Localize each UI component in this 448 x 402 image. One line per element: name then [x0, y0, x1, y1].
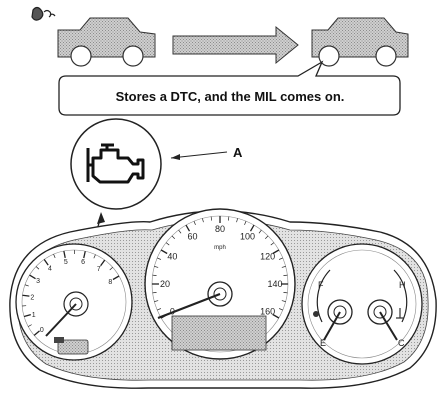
speed-tick	[278, 257, 283, 260]
tach-tick	[53, 254, 56, 258]
speed-tick	[178, 229, 182, 234]
mil-warning-light	[54, 337, 64, 343]
temp-cold-label: C	[398, 338, 405, 348]
tachometer: 0 1 2 3 4 5 6 78	[15, 243, 133, 361]
tach-label: 5	[64, 259, 68, 266]
tach-needle	[45, 303, 77, 337]
fuel-needle	[323, 311, 341, 341]
label-a: A	[233, 145, 243, 160]
car-icon	[57, 17, 156, 67]
speed-label: 140	[267, 279, 282, 289]
exhaust-icon	[31, 6, 56, 21]
temperature-icon	[396, 308, 404, 319]
speed-label: 60	[187, 231, 197, 241]
speed-tick	[249, 224, 255, 232]
tach-tick	[33, 330, 40, 336]
mil-magnifier	[70, 118, 162, 210]
speed-tick	[244, 221, 247, 226]
speed-label: 20	[160, 279, 170, 289]
tach-tick	[100, 259, 106, 267]
fuel-full-label: F	[318, 280, 324, 290]
temp-hot-label: H	[399, 280, 406, 290]
speed-tick	[157, 308, 162, 311]
speed-tick	[152, 274, 157, 276]
tach-label: 2	[30, 295, 34, 302]
speed-tick	[165, 242, 170, 246]
temp-needle	[379, 311, 398, 341]
tach-tick	[83, 251, 86, 259]
leader-line	[170, 151, 228, 159]
tach-tick	[93, 254, 96, 259]
fuel-empty-label: E	[320, 338, 326, 348]
speed-tick	[185, 224, 191, 232]
speed-tick	[157, 257, 162, 260]
speed-tick	[258, 229, 262, 234]
tach-label: 4	[48, 266, 52, 273]
speed-tick	[270, 242, 275, 246]
tach-tick	[43, 259, 49, 266]
speed-tick	[154, 266, 159, 268]
car-icon	[311, 17, 409, 67]
speed-unit: mph	[214, 245, 226, 251]
tach-tick	[35, 266, 40, 270]
tach-label: 0	[40, 327, 44, 334]
speed-tick	[193, 221, 196, 226]
leader-arrowhead	[171, 154, 180, 160]
speed-tick	[265, 235, 269, 239]
speed-tick	[228, 216, 230, 221]
speed-tick	[283, 274, 288, 276]
speed-tick	[171, 235, 175, 239]
speed-label: 120	[260, 252, 275, 262]
tach-display	[57, 339, 89, 355]
speed-tick	[272, 313, 280, 319]
check-engine-icon	[86, 143, 145, 184]
tach-tick	[24, 284, 29, 287]
speed-label: 40	[167, 252, 177, 262]
speed-tick	[272, 249, 280, 255]
speed-tick	[278, 308, 283, 311]
tach-tick	[23, 313, 31, 318]
arrow-icon	[172, 25, 299, 65]
speed-tick	[281, 300, 286, 302]
tach-label: 7	[97, 266, 101, 273]
speed-tick	[283, 292, 288, 294]
tach-label: 3	[36, 278, 40, 285]
speed-label: 100	[240, 231, 255, 241]
tach-tick	[29, 274, 36, 280]
tach-tick	[109, 267, 113, 271]
odometer-display	[171, 315, 267, 351]
indicator-arrowhead	[97, 212, 105, 224]
callout-text: Stores a DTC, and the MIL comes on.	[116, 89, 345, 104]
speed-tick	[202, 218, 204, 223]
tach-tick	[22, 294, 30, 297]
tach-label: 6	[81, 259, 85, 266]
tach-label: 8	[108, 279, 112, 286]
speed-needle	[157, 292, 221, 320]
callout-box: Stores a DTC, and the MIL comes on.	[58, 60, 401, 116]
tach-label: 1	[32, 312, 36, 319]
tach-tick	[112, 275, 120, 281]
tach-tick	[27, 324, 32, 327]
speed-tick	[154, 300, 159, 302]
speed-tick	[236, 218, 238, 223]
speed-tick	[281, 266, 286, 268]
fuel-icon	[313, 311, 319, 317]
fuel-temp-gauge: F E H C	[301, 243, 423, 365]
speed-tick	[152, 292, 157, 294]
speed-tick	[160, 249, 168, 255]
speed-tick	[210, 216, 212, 221]
speedometer: 020406080100120140160 mph	[144, 208, 296, 360]
tach-tick	[63, 250, 66, 258]
speed-label: 160	[260, 307, 275, 317]
speed-label: 80	[215, 224, 225, 234]
